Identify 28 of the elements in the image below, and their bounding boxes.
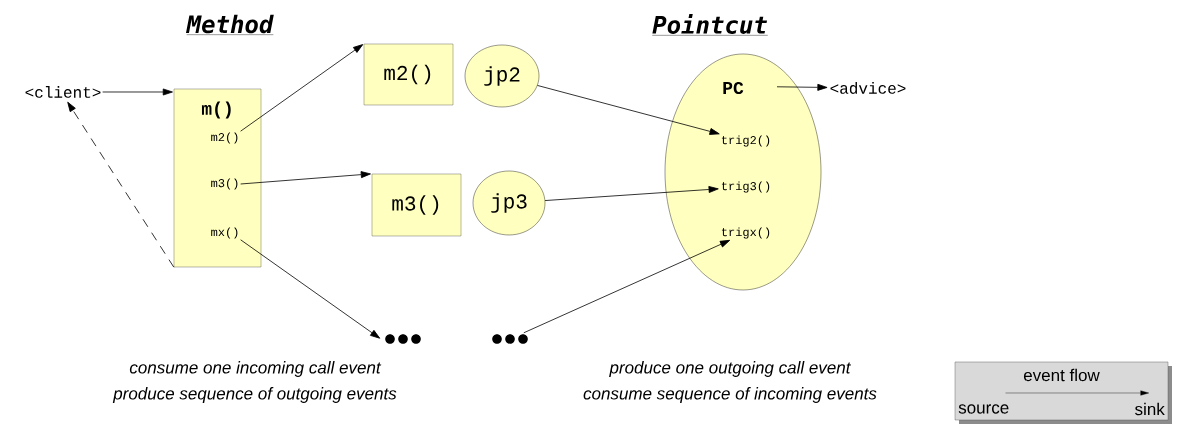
caption-text: produce sequence of outgoing events [112, 387, 397, 403]
arrow [240, 44, 364, 132]
arrow [67, 101, 175, 268]
arrow [523, 239, 731, 334]
caption-text: consume one incoming call event [129, 361, 382, 377]
arrow [537, 85, 720, 135]
call-text: mx() [211, 227, 238, 239]
trigger-text: trigx() [721, 227, 770, 239]
arrow [240, 171, 371, 185]
arrow [102, 88, 173, 96]
caption-text: consume sequence of incoming events [583, 387, 877, 403]
call-text: m3() [211, 178, 238, 190]
ellipsis-dots [492, 334, 528, 344]
section-heading: Method [186, 14, 274, 35]
trigger-text: trig3() [721, 181, 770, 193]
arrow [776, 83, 828, 91]
advice-label: <advice> [830, 82, 906, 94]
call-text: m2() [211, 132, 238, 144]
legend-box: event flow source sink [954, 361, 1172, 424]
client-label: <client> [25, 86, 101, 98]
call-box: m2() [363, 43, 454, 106]
arrow [544, 186, 719, 201]
caption-text: produce one outgoing call event [609, 361, 852, 377]
ellipsis-dots [385, 334, 421, 344]
arrow [240, 239, 381, 339]
call-box: m3() [371, 173, 462, 237]
trigger-text: trig2() [721, 135, 770, 147]
section-heading: Pointcut [652, 14, 768, 36]
